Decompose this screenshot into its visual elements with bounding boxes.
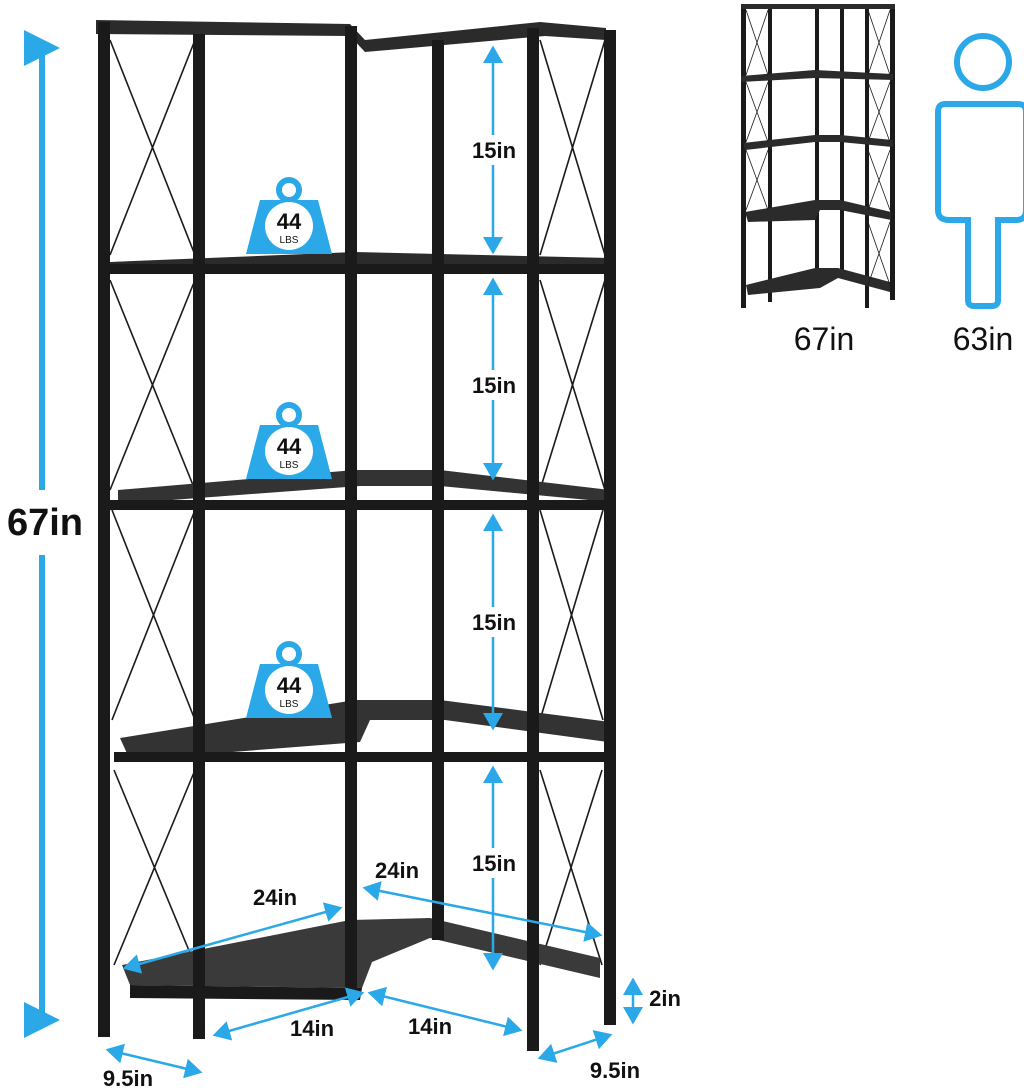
tier-gap-label-2: 15in: [472, 373, 516, 398]
weight-kettlebell-icon: [246, 641, 332, 718]
right-inner-arrow: [367, 986, 523, 1037]
right-depth-arrow: [362, 881, 603, 942]
weight-badge-1: 44 LBS: [246, 177, 332, 254]
left-inner-arrow: [212, 987, 365, 1041]
left-width-label: 9.5in: [103, 1066, 153, 1090]
main-corner-shelf: [96, 20, 616, 1051]
weight-kettlebell-icon: [246, 402, 332, 479]
weight-unit: LBS: [280, 460, 299, 471]
weight-unit: LBS: [280, 699, 299, 710]
left-depth-arrow: [122, 902, 343, 974]
weight-badge-2: 44 LBS: [246, 402, 332, 479]
tier-gap-dimensions: 15in 15in 15in 15in: [465, 45, 523, 971]
person-silhouette-icon: [935, 33, 1024, 309]
vertical-posts: [98, 22, 616, 1051]
weight-value: 44: [277, 673, 302, 698]
weight-value: 44: [277, 209, 302, 234]
tier-gap-label-3: 15in: [472, 610, 516, 635]
height-comparison: 67in 63in: [741, 4, 1024, 357]
left-inner-label: 14in: [290, 1016, 334, 1041]
tier-gap-label-4: 15in: [472, 851, 516, 876]
footprint-dimensions: 24in 24in 14in 14in 9.5in 9.5in 2in: [103, 858, 681, 1090]
right-depth-label: 24in: [375, 858, 419, 883]
right-width-label: 9.5in: [590, 1058, 640, 1083]
right-inner-label: 14in: [408, 1014, 452, 1039]
person-height-caption: 63in: [953, 321, 1014, 357]
left-depth-label: 24in: [253, 885, 297, 910]
horizontal-rails: [100, 264, 614, 762]
foot-height-label: 2in: [649, 986, 681, 1011]
weight-value: 44: [277, 434, 302, 459]
weight-badge-3: 44 LBS: [246, 641, 332, 718]
left-width-arrow: [105, 1043, 203, 1079]
weight-unit: LBS: [280, 235, 299, 246]
weight-kettlebell-icon: [246, 177, 332, 254]
total-height-dimension: 67in: [7, 30, 83, 1038]
total-height-label: 67in: [7, 502, 83, 544]
corner-shelf-thumbnail-icon: [741, 4, 895, 308]
tier-gap-label-1: 15in: [472, 138, 516, 163]
right-width-arrow: [537, 1030, 613, 1063]
shelf-height-caption: 67in: [794, 321, 855, 357]
